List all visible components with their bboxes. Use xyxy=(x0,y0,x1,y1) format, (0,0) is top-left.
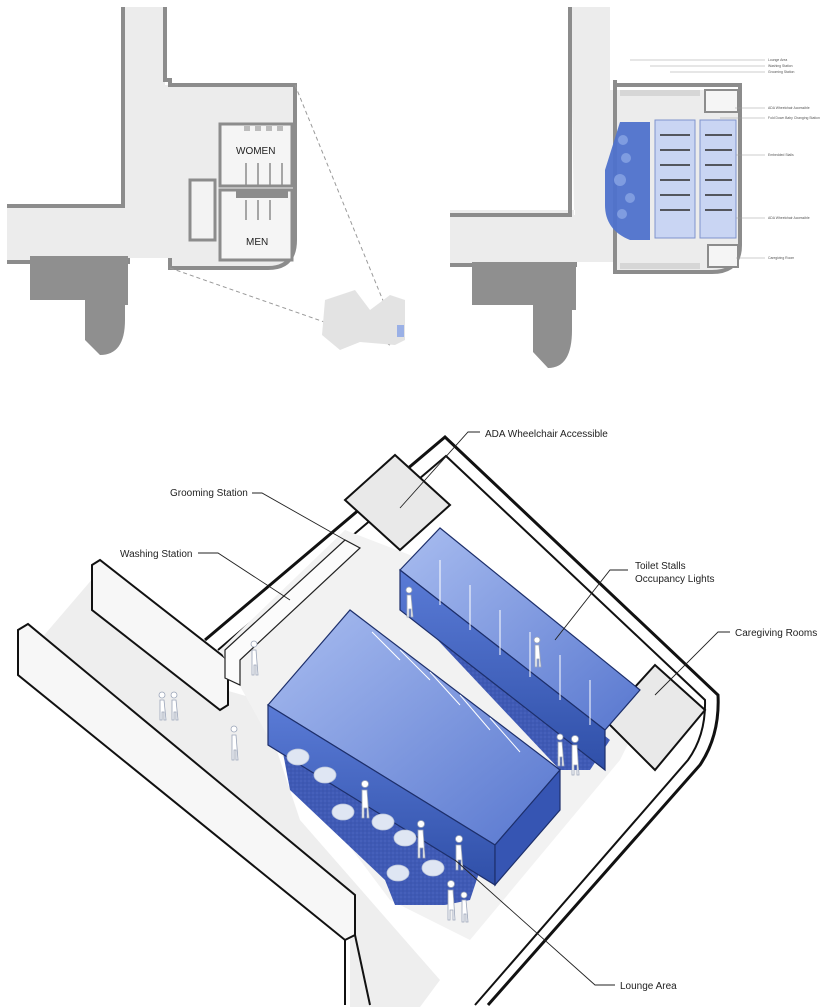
women-sinks xyxy=(244,126,283,131)
lounge-seats-axon xyxy=(286,748,445,882)
callout-ada-top: ADA Wheelchair Accessible xyxy=(768,106,810,110)
women-room xyxy=(218,122,294,188)
outer-wall-north-inner xyxy=(217,454,707,1006)
caregiving-room-after xyxy=(707,244,739,268)
stall-dividers-front xyxy=(371,631,521,753)
callout-caregiving-rooms: Caregiving Rooms xyxy=(735,628,817,639)
callout-washing: Washing Station xyxy=(120,549,192,560)
men-stalls xyxy=(245,200,271,220)
ada-room xyxy=(343,453,452,552)
women-label: WOMEN xyxy=(236,146,275,157)
callout-embedded-stalls: Embedded Stalls xyxy=(768,153,794,157)
wall-south-return xyxy=(344,934,371,1006)
callout-ada-bottom: ADA Wheelchair Accessible xyxy=(768,216,810,220)
axon-leaders xyxy=(198,431,730,986)
outer-wall-north xyxy=(204,434,720,1006)
plan-after-leaders xyxy=(630,59,765,259)
callout-washing-station: Washing Station xyxy=(768,64,793,68)
caregiving-room xyxy=(603,663,707,772)
callout-ada-wheelchair: ADA Wheelchair Accessible xyxy=(485,429,608,440)
washing-counter-after xyxy=(620,90,700,96)
stall-block-front-end xyxy=(494,768,561,887)
callout-lounge-area: Lounge Area xyxy=(620,981,677,992)
stall-block-back-front xyxy=(399,568,606,772)
axonometric-view: ADA Wheelchair Accessible Grooming Stati… xyxy=(17,429,817,1007)
stall-block-a xyxy=(654,119,696,239)
zoom-leader xyxy=(169,84,396,346)
women-stalls xyxy=(245,163,283,185)
men-room xyxy=(218,188,294,262)
corridor-west-after xyxy=(450,215,575,263)
plan-after: Lounge Area Washing Station Grooming Sta… xyxy=(450,7,820,368)
men-partition xyxy=(236,190,288,198)
stall-block-b xyxy=(699,119,737,239)
freestanding-wall-upper xyxy=(91,558,229,712)
callout-caregiving-room: Caregiving Room xyxy=(768,256,794,260)
callout-toilet-stalls: Toilet Stalls xyxy=(635,561,686,572)
service-room xyxy=(188,178,217,242)
callout-baby-changing: Fold Down Baby Changing Station xyxy=(768,116,820,120)
callout-grooming-station: Grooming Station xyxy=(768,70,794,74)
callout-lounge-area: Lounge Area xyxy=(768,58,787,62)
plan-before: WOMEN MEN xyxy=(7,7,405,355)
people-silhouettes xyxy=(158,586,580,923)
lounge-zone xyxy=(605,122,650,240)
grooming-counter-after xyxy=(620,263,700,269)
corridor-west xyxy=(7,206,128,262)
lounge-seats xyxy=(614,135,635,219)
building-mass-before xyxy=(30,256,128,355)
stall-dividers-after xyxy=(660,134,732,211)
key-plan xyxy=(322,290,405,350)
men-label: MEN xyxy=(246,237,268,248)
stall-dividers-back xyxy=(439,560,591,725)
building-mass-after xyxy=(472,262,576,368)
callout-occupancy-lights: Occupancy Lights xyxy=(635,574,715,585)
ada-room-after xyxy=(704,89,739,113)
callout-grooming: Grooming Station xyxy=(170,488,248,499)
